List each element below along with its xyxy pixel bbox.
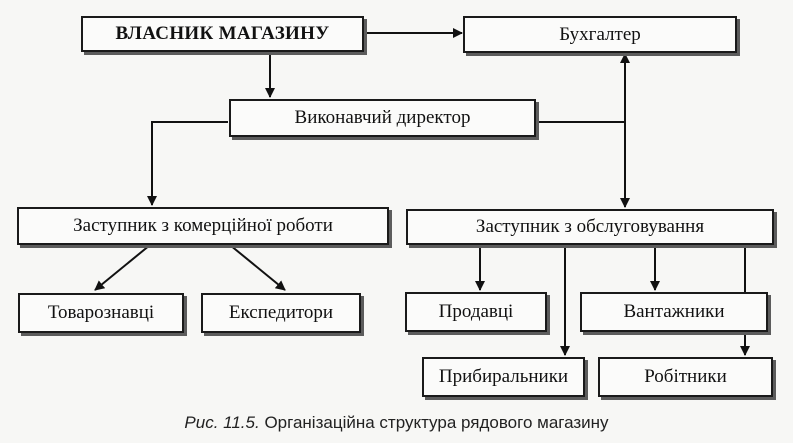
- cleaners-box: Прибиральники: [422, 357, 585, 397]
- director-box: Виконавчий директор: [229, 99, 536, 137]
- commercial-to-forwarders-arrow: [229, 244, 286, 291]
- figure-caption-text: Організаційна структура рядового магазин…: [264, 413, 609, 432]
- workers-box: Робітники: [598, 357, 773, 397]
- figure-caption: Рис. 11.5. Організаційна структура рядов…: [0, 413, 793, 433]
- accountant-box: Бухгалтер: [463, 16, 737, 53]
- sellers-box: Продавці: [405, 292, 547, 332]
- deputy-commercial-box: Заступник з комерційної роботи: [17, 207, 389, 245]
- figure-number: Рис. 11.5.: [184, 413, 260, 432]
- deputy-service-box: Заступник з обслуговування: [406, 209, 774, 245]
- commercial-to-merchandisers-arrow: [94, 244, 151, 291]
- forwarders-box: Експедитори: [201, 293, 361, 333]
- merchandisers-box: Товарознавці: [18, 293, 184, 333]
- director-to-commercial-arrow: [147, 121, 228, 206]
- loaders-box: Вантажники: [580, 292, 768, 332]
- owner-box: ВЛАСНИК МАГАЗИНУ: [81, 16, 364, 52]
